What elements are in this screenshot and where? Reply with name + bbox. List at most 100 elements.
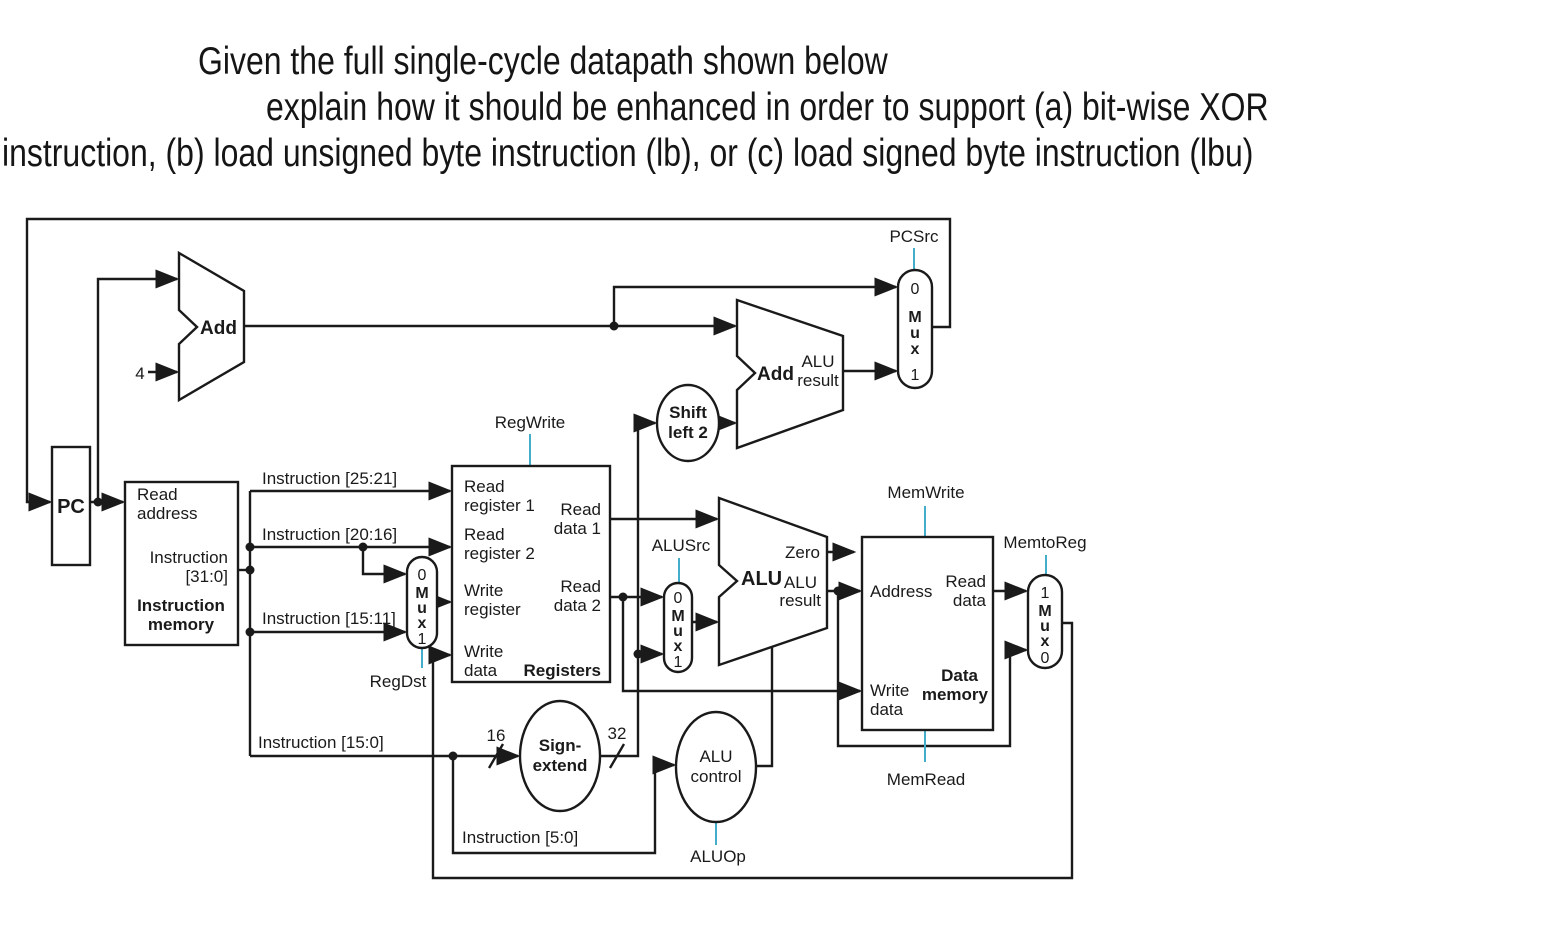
label-instruction-25-21: Instruction [25:21] <box>262 469 397 488</box>
dmem-write-data-line2: data <box>870 700 904 719</box>
junction-dot <box>448 751 458 761</box>
branch-adder-label: Add <box>757 364 794 385</box>
junction-dot <box>245 565 255 575</box>
control-signal-stubs <box>421 248 1047 845</box>
wire-sign-extend-out <box>600 413 658 758</box>
alu-result-line1: ALU <box>784 573 817 592</box>
reg-read-register-2-line2: register 2 <box>464 544 535 563</box>
label-instruction-15-0: Instruction [15:0] <box>258 733 384 752</box>
mux-memtoreg-m: M <box>1038 603 1051 620</box>
label-instruction-15-11: Instruction [15:11] <box>262 609 396 628</box>
mux-pcsrc-u: u <box>910 325 920 342</box>
signal-memread: MemRead <box>887 770 965 789</box>
mux-alusrc-u: u <box>673 623 683 640</box>
junction-dot <box>245 542 255 552</box>
branch-adder <box>735 298 845 450</box>
wire-writeback <box>428 621 1074 880</box>
alu-control-line2: control <box>690 767 741 786</box>
reg-write-register-line2: register <box>464 600 521 619</box>
dmem-title-line1: Data <box>941 666 978 685</box>
wire-add-to-pcsrc-mux <box>612 277 899 326</box>
wire-read-data-2-to-dmem <box>621 597 863 701</box>
mux-memtoreg-u: u <box>1040 618 1050 635</box>
mux-memtoreg <box>1026 573 1064 670</box>
mux-alusrc-bottom: 1 <box>674 654 683 671</box>
junction-dot <box>358 542 368 552</box>
signal-pcsrc: PCSrc <box>889 227 939 246</box>
mux-alusrc <box>662 581 694 674</box>
reg-write-register-line1: Write <box>464 581 503 600</box>
reg-read-register-2-line1: Read <box>464 525 505 544</box>
alu-result-line2: result <box>779 591 821 610</box>
junction-dot <box>609 321 619 331</box>
signal-regdst: RegDst <box>370 672 427 691</box>
reg-write-data-line2: data <box>464 661 498 680</box>
mux-alusrc-m: M <box>671 608 684 625</box>
mux-pcsrc <box>896 268 934 390</box>
sign-extend-unit <box>518 699 602 813</box>
reg-read-data-2-line2: data 2 <box>554 596 601 615</box>
junction-dots <box>93 321 843 761</box>
imem-title-line1: Instruction <box>137 596 225 615</box>
reg-read-register-1-line1: Read <box>464 477 505 496</box>
mux-regdst-u: u <box>417 600 427 617</box>
mux-regdst-m: M <box>415 585 428 602</box>
question-line-1: Given the full single-cycle datapath sho… <box>198 40 888 83</box>
imem-title-line2: memory <box>148 615 215 634</box>
registers-block <box>450 464 612 684</box>
bus-width-slash-16 <box>487 743 505 769</box>
pc-adder <box>177 250 246 403</box>
pc-label: PC <box>57 496 85 518</box>
signal-alusrc: ALUSrc <box>652 536 711 555</box>
wires <box>25 217 1074 880</box>
shift-left-2-line1: Shift <box>669 403 707 422</box>
reg-read-data-1-line1: Read <box>560 500 601 519</box>
mux-memtoreg-bottom: 0 <box>1041 650 1050 667</box>
wire-alu-control-to-alu <box>756 647 774 768</box>
data-memory <box>860 535 995 732</box>
control-signal-labels: RegWrite RegDst ALUSrc PCSrc MemWrite Me… <box>370 227 1087 866</box>
mux-pcsrc-m: M <box>908 309 921 326</box>
dmem-address-label: Address <box>870 582 932 601</box>
mux-memtoreg-x: x <box>1041 633 1050 650</box>
mux-memtoreg-top: 1 <box>1041 585 1050 602</box>
junction-dot <box>245 627 255 637</box>
mux-regdst-x: x <box>418 615 427 632</box>
wire-pc-to-add <box>96 269 180 502</box>
constant-four-label: 4 <box>135 364 144 383</box>
signal-memtoreg: MemtoReg <box>1003 533 1086 552</box>
sign-extend-line2: extend <box>533 756 588 775</box>
mux-regdst-bottom: 1 <box>418 631 427 648</box>
reg-read-data-2-line1: Read <box>560 577 601 596</box>
wire-pcsrc-to-pc <box>25 217 952 512</box>
registers-title: Registers <box>524 661 601 680</box>
reg-read-register-1-line2: register 1 <box>464 496 535 515</box>
alu-control-unit <box>674 710 758 824</box>
mux-pcsrc-top: 0 <box>911 281 920 298</box>
mux-pcsrc-x: x <box>911 341 920 358</box>
mux-labels: 0 M u x 1 0 M u x 1 0 M u x 1 1 M u x 0 <box>415 281 1051 671</box>
mux-regdst-top: 0 <box>418 567 427 584</box>
bus-width-slash-32 <box>608 743 626 769</box>
shift-left-2-line2: left 2 <box>668 423 708 442</box>
signal-memwrite: MemWrite <box>887 483 964 502</box>
alu-control-line1: ALU <box>699 747 732 766</box>
question-line-2: explain how it should be enhanced in ord… <box>266 86 1269 129</box>
junction-dot <box>618 592 628 602</box>
reg-write-data-line1: Write <box>464 642 503 661</box>
dmem-read-data-line1: Read <box>945 572 986 591</box>
imem-instruction-label: Instruction <box>150 548 228 567</box>
label-instruction-5-0: Instruction [5:0] <box>462 828 578 847</box>
instruction-memory <box>123 480 240 647</box>
main-alu <box>717 496 829 667</box>
signal-aluop: ALUOp <box>690 847 746 866</box>
branch-alu-result-line2: result <box>797 371 839 390</box>
sign-extend-line1: Sign- <box>539 736 582 755</box>
bus-width-32: 32 <box>608 724 627 743</box>
imem-address-label: address <box>137 504 197 523</box>
pc-adder-label: Add <box>200 318 237 339</box>
shift-left-2-unit <box>655 383 721 463</box>
junction-dot <box>833 586 843 596</box>
pc-register <box>50 445 92 567</box>
